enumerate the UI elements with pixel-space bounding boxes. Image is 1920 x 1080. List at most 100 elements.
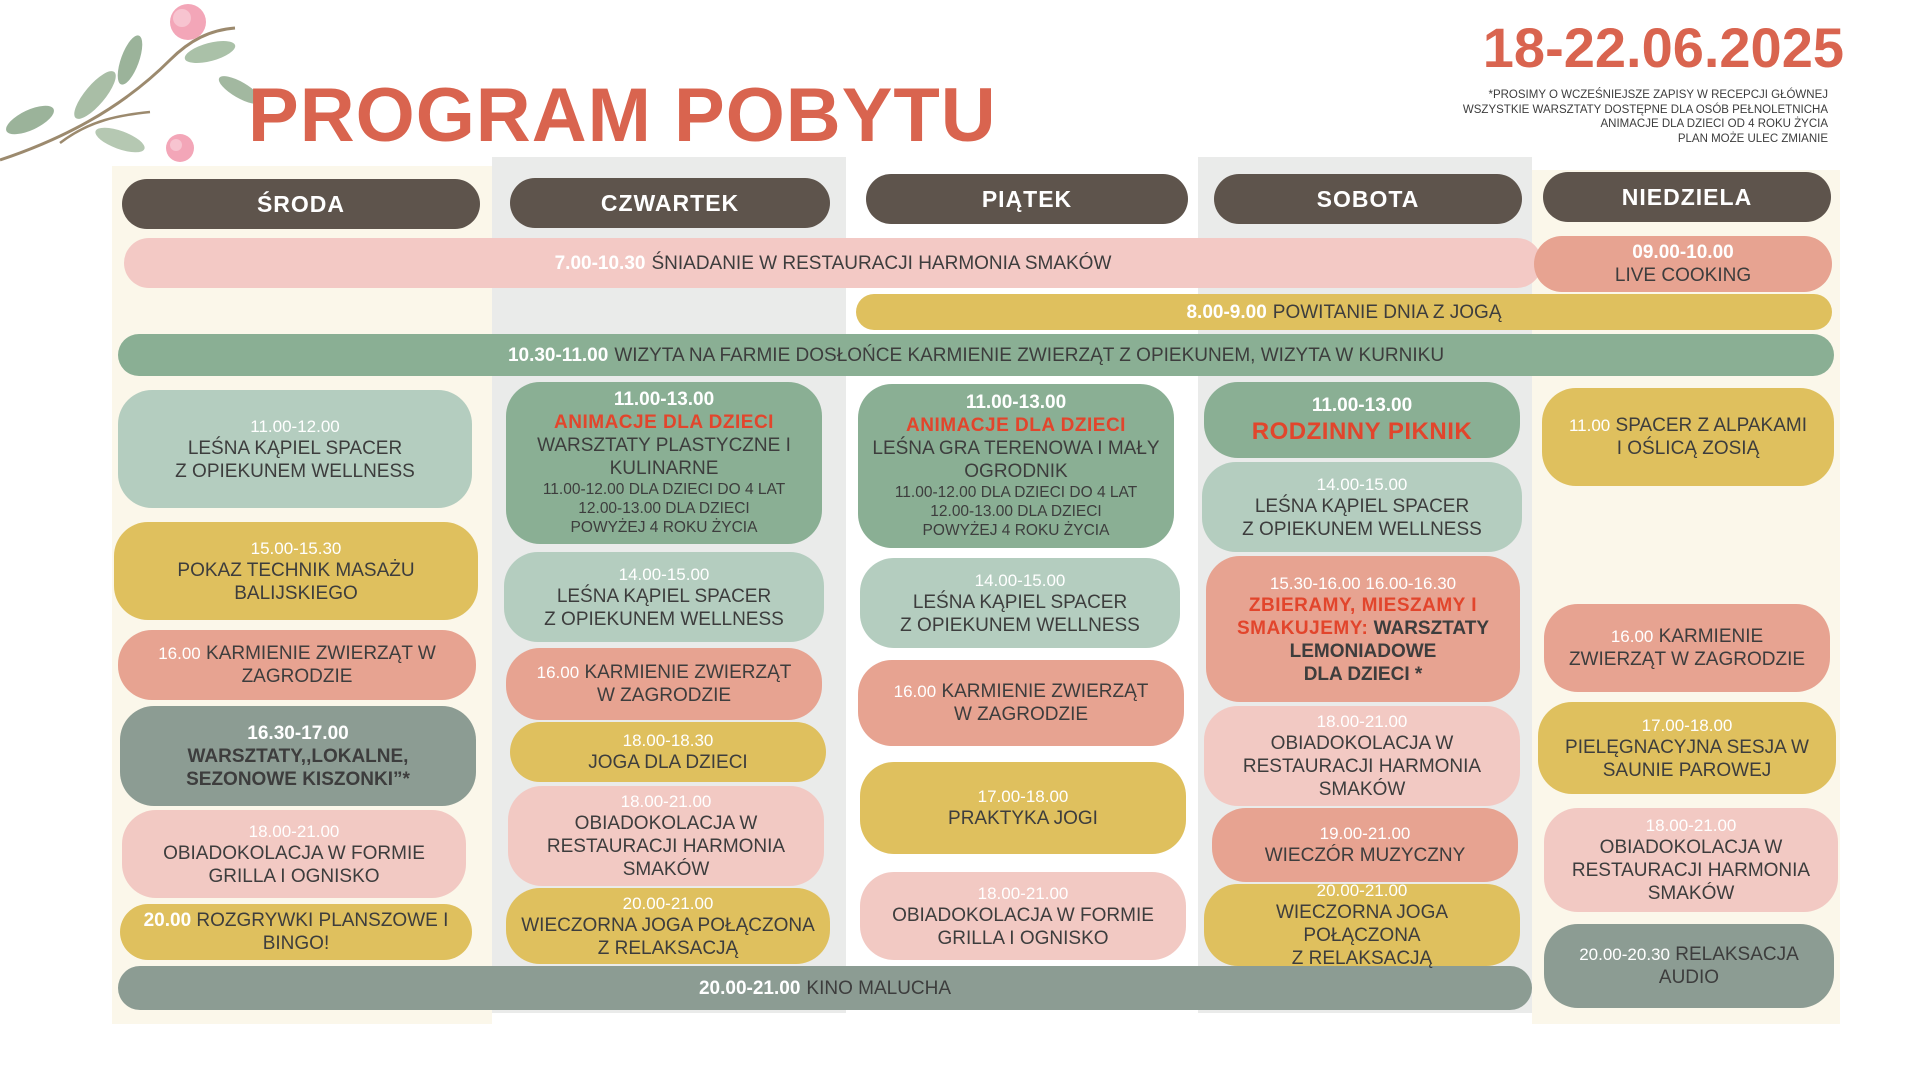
event-line: GRILLA I OGNISKO <box>937 927 1109 949</box>
event-time: 18.00-21.00 <box>1645 816 1737 835</box>
event-text: POWITANIE DNIA Z JOGĄ <box>1272 301 1502 323</box>
event-time: 19.00-21.00 <box>1319 824 1411 843</box>
note-line: ANIMACJE DLA DZIECI OD 4 ROKU ŻYCIA <box>1600 118 1828 130</box>
event-subline: POWYŻEJ 4 ROKU ŻYCIA <box>922 521 1110 539</box>
banner-farm: 10.30-11.00 WIZYTA NA FARMIE DOSŁOŃCE KA… <box>118 334 1834 376</box>
event-sroda-4: 16.30-17.00 WARSZTATY,,LOKALNE, SEZONOWE… <box>120 706 476 806</box>
event-piatek-5: 18.00-21.00 OBIADOKOLACJA W FORMIE GRILL… <box>860 872 1186 960</box>
event-time: 09.00-10.00 <box>1632 242 1734 263</box>
event-niedziela-5: 20.00-20.30 RELAKSACJA AUDIO <box>1544 924 1834 1008</box>
event-line: ZAGRODZIE <box>241 666 353 687</box>
event-time: 18.00-18.30 <box>622 731 714 750</box>
event-piatek-3: 16.00 KARMIENIE ZWIERZĄT W ZAGRODZIE <box>858 660 1184 746</box>
event-line: OBIADOKOLACJA W <box>1599 837 1783 858</box>
event-line-row: 16.00 KARMIENIE ZWIERZĄT <box>537 661 792 684</box>
event-time: 20.00-21.00 <box>1316 881 1408 900</box>
event-sobota-6: 20.00-21.00 WIECZORNA JOGA POŁĄCZONA Z R… <box>1204 881 1520 969</box>
event-line: PRAKTYKA JOGI <box>948 808 1098 829</box>
event-line: LEŚNA GRA TERENOWA I MAŁY <box>872 437 1160 459</box>
event-line: BALIJSKIEGO <box>234 582 358 604</box>
event-line: POKAZ TECHNIK MASAŻU <box>177 559 415 581</box>
event-time: 8.00-9.00 <box>1186 301 1267 323</box>
event-line: PIELĘGNACYJNA SESJA W <box>1565 736 1809 758</box>
event-line: WARSZTATY,,LOKALNE, <box>187 745 409 767</box>
event-time: 11.00-13.00 <box>1311 394 1413 416</box>
event-line: KARMIENIE <box>1658 626 1764 647</box>
banner-yoga: 8.00-9.00 POWITANIE DNIA Z JOGĄ <box>856 294 1832 330</box>
event-line: RESTAURACJI HARMONIA <box>1242 756 1482 777</box>
event-sroda-2: 15.00-15.30 POKAZ TECHNIK MASAŻU BALIJSK… <box>114 522 478 620</box>
event-piatek-1: 11.00-13.00 ANIMACJE DLA DZIECI LEŚNA GR… <box>858 384 1174 548</box>
event-subline: 12.00-13.00 DLA DZIECI <box>578 499 750 517</box>
event-line: RELAKSACJA <box>1675 944 1799 965</box>
event-line-row: 11.00 SPACER Z ALPAKAMI <box>1569 414 1807 437</box>
event-line: WARSZTATY PLASTYCZNE I <box>537 434 791 456</box>
event-line-row: 16.00 KARMIENIE ZWIERZĄT W <box>158 642 436 665</box>
event-line: Z RELAKSACJĄ <box>1291 948 1433 969</box>
event-line: RODZINNY PIKNIK <box>1251 417 1473 445</box>
event-time: 14.00-15.00 <box>618 564 710 584</box>
event-line: SAUNIE PAROWEJ <box>1602 759 1772 781</box>
event-niedziela-2: 16.00 KARMIENIE ZWIERZĄT W ZAGRODZIE <box>1544 604 1830 692</box>
event-time: 18.00-21.00 <box>620 792 712 811</box>
event-line: ZBIERAMY, MIESZAMY I <box>1248 594 1478 616</box>
event-time: 18.00-21.00 <box>248 821 340 841</box>
event-czwartek-5: 18.00-21.00 OBIADOKOLACJA W RESTAURACJI … <box>508 786 824 886</box>
event-tag: ANIMACJE DLA DZIECI <box>906 414 1126 436</box>
event-time: 20.00-21.00 <box>622 893 714 913</box>
event-subline: POWYŻEJ 4 ROKU ŻYCIA <box>570 518 758 536</box>
event-czwartek-1: 11.00-13.00 ANIMACJE DLA DZIECI WARSZTAT… <box>506 382 822 544</box>
event-subline: 12.00-13.00 DLA DZIECI <box>930 502 1102 520</box>
event-line: OGRODNIK <box>964 460 1068 482</box>
event-line: Z OPIEKUNEM WELLNESS <box>900 614 1140 636</box>
event-line: LEŚNA KĄPIEL SPACER <box>912 591 1128 613</box>
event-line: KARMIENIE ZWIERZĄT <box>941 681 1149 702</box>
event-line: SEZONOWE KISZONKI”* <box>186 768 410 790</box>
event-line-row: SMAKUJEMY: WARSZTATY <box>1237 617 1489 640</box>
event-time: 18.00-21.00 <box>977 883 1069 903</box>
event-line: RESTAURACJI HARMONIA <box>546 836 786 857</box>
event-line: OBIADOKOLACJA W FORMIE <box>163 842 425 864</box>
event-czwartek-4: 18.00-18.30 JOGA DLA DZIECI <box>510 722 826 782</box>
event-line: AUDIO <box>1658 967 1720 988</box>
event-line: SMAKÓW <box>1647 883 1735 904</box>
event-line: LIVE COOKING <box>1614 265 1752 286</box>
event-niedziela-1: 11.00 SPACER Z ALPAKAMI I OŚLICĄ ZOSIĄ <box>1542 388 1834 486</box>
day-header-sroda: ŚRODA <box>122 179 480 229</box>
event-time: 18.00-21.00 <box>1316 712 1408 731</box>
event-time: 10.30-11.00 <box>507 344 609 366</box>
event-sobota-2: 14.00-15.00 LEŚNA KĄPIEL SPACER Z OPIEKU… <box>1202 462 1522 552</box>
event-text: KINO MALUCHA <box>806 977 952 999</box>
event-time: 7.00-10.30 <box>554 252 646 274</box>
event-line: W ZAGRODZIE <box>953 704 1089 725</box>
event-czwartek-3: 16.00 KARMIENIE ZWIERZĄT W ZAGRODZIE <box>506 648 822 720</box>
note-line: WSZYSTKIE WARSZTATY DOSTĘPNE DLA OSÓB PE… <box>1462 103 1828 116</box>
banner-kino: 20.00-21.00 KINO MALUCHA <box>118 966 1532 1010</box>
event-line: OBIADOKOLACJA W FORMIE <box>892 904 1154 926</box>
day-header-sobota: SOBOTA <box>1214 174 1522 224</box>
event-time: 16.00 <box>893 682 937 701</box>
event-line-row: 16.00 KARMIENIE <box>1611 625 1763 648</box>
event-line: KARMIENIE ZWIERZĄT W <box>206 643 436 664</box>
event-text: ŚNIADANIE W RESTAURACJI HARMONIA SMAKÓW <box>651 252 1112 274</box>
event-sroda-5: 18.00-21.00 OBIADOKOLACJA W FORMIE GRILL… <box>122 810 466 898</box>
event-line-row: 16.00 KARMIENIE ZWIERZĄT <box>894 680 1149 703</box>
event-line: SPACER Z ALPAKAMI <box>1615 415 1808 436</box>
event-subline: 11.00-12.00 DLA DZIECI DO 4 LAT <box>542 480 786 498</box>
event-time: 17.00-18.00 <box>977 787 1069 806</box>
banner-breakfast: 7.00-10.30 ŚNIADANIE W RESTAURACJI HARMO… <box>124 238 1542 288</box>
event-line: RESTAURACJI HARMONIA <box>1571 860 1811 881</box>
event-line: LEŚNA KĄPIEL SPACER <box>556 585 772 607</box>
day-header-piatek: PIĄTEK <box>866 174 1188 224</box>
event-time: 20.00-21.00 <box>698 977 801 999</box>
event-time: 11.00 <box>1568 416 1611 435</box>
event-time: 16.00 <box>158 644 201 663</box>
event-sroda-6: 20.00 ROZGRYWKI PLANSZOWE I BINGO! <box>120 904 472 960</box>
event-time: 16.30-17.00 <box>247 722 349 744</box>
event-line: BINGO! <box>262 933 330 954</box>
event-time: 14.00-15.00 <box>974 570 1066 590</box>
event-time: 11.00-12.00 <box>250 416 340 436</box>
note-line: *PROSIMY O WCZEŚNIEJSZE ZAPISY W RECEPCJ… <box>1488 89 1828 101</box>
event-time: 15.30-16.00 16.00-16.30 <box>1269 573 1457 593</box>
event-time: 17.00-18.00 <box>1641 715 1733 735</box>
